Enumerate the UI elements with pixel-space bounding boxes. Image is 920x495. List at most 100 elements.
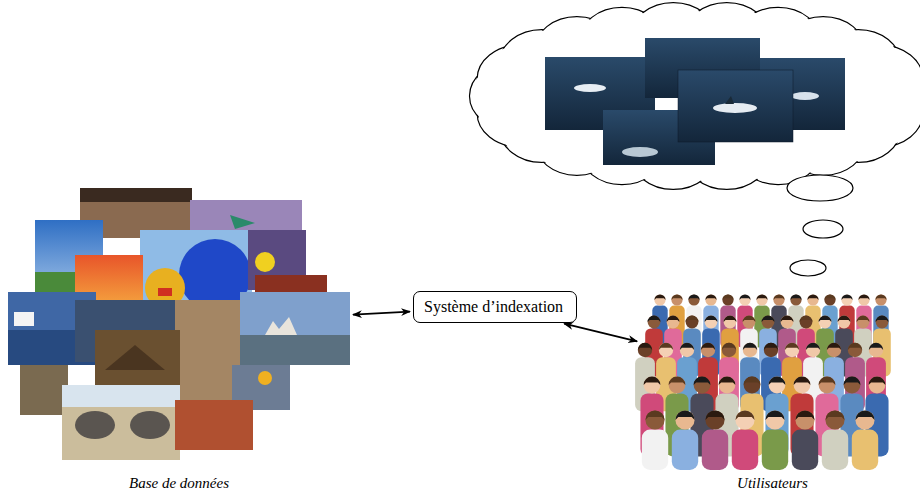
person-head: [744, 377, 761, 394]
person-head: [848, 343, 862, 357]
double-arrow: [353, 312, 410, 315]
person-hair: [669, 377, 686, 385]
person-head: [857, 316, 870, 329]
person-hair: [824, 294, 835, 300]
person-head: [671, 294, 682, 305]
person-hair: [765, 410, 784, 420]
person-head: [806, 343, 820, 357]
person-head: [743, 343, 757, 357]
person-hair: [800, 316, 813, 322]
person-head: [844, 377, 861, 394]
person-head: [667, 316, 680, 329]
lighthouse: [14, 312, 34, 326]
person-head: [790, 294, 801, 305]
person-head: [869, 343, 883, 357]
person-head: [645, 410, 664, 429]
person-head: [827, 343, 841, 357]
tufa: [265, 317, 297, 335]
image-collage: [8, 188, 350, 460]
person-head: [722, 343, 736, 357]
person-hair: [735, 410, 754, 420]
person-head: [739, 294, 750, 305]
person-hair: [827, 343, 841, 350]
person-hair: [819, 316, 832, 322]
person-hair: [807, 294, 818, 300]
person-head: [705, 410, 724, 429]
person-hair: [869, 377, 886, 385]
person: [762, 410, 788, 470]
person-head: [688, 294, 699, 305]
elephant: [130, 411, 170, 439]
person-head: [735, 410, 754, 429]
person-body: [852, 430, 878, 470]
photo: [20, 365, 68, 415]
person-hair: [722, 294, 733, 300]
photo: [240, 335, 350, 365]
person-head: [669, 377, 686, 394]
person-head: [675, 410, 694, 429]
person-hair: [785, 343, 799, 350]
person-hair: [701, 343, 715, 350]
person-head: [764, 343, 778, 357]
person-hair: [848, 343, 862, 350]
person-head: [794, 377, 811, 394]
person-hair: [705, 410, 724, 420]
person-head: [824, 294, 835, 305]
photo: [80, 188, 192, 202]
image-database: Base de données: [8, 188, 350, 460]
person-head: [680, 343, 694, 357]
person: [822, 410, 848, 470]
person: [732, 410, 758, 470]
person-hair: [686, 316, 699, 322]
person-hair: [743, 343, 757, 350]
person: [642, 410, 668, 470]
person-hair: [869, 343, 883, 350]
person-hair: [645, 410, 664, 420]
person-hair: [781, 316, 794, 322]
person-head: [644, 377, 661, 394]
person-hair: [806, 343, 820, 350]
barn: [105, 345, 165, 370]
person-head: [762, 316, 775, 329]
person-head: [819, 377, 836, 394]
person-body: [822, 430, 848, 470]
person-head: [785, 343, 799, 357]
person-head: [659, 343, 673, 357]
double-arrow: [564, 324, 637, 342]
person-head: [638, 343, 652, 357]
person-head: [654, 294, 665, 305]
person-head: [648, 316, 661, 329]
person-head: [855, 410, 874, 429]
person-hair: [722, 343, 736, 350]
person-hair: [838, 316, 851, 322]
person: [702, 410, 728, 470]
person-body: [672, 430, 698, 470]
person-hair: [719, 377, 736, 385]
person-head: [756, 294, 767, 305]
person: [672, 410, 698, 470]
process-box: Système d’indexation: [413, 291, 577, 323]
person-hair: [858, 294, 869, 300]
person-head: [781, 316, 794, 329]
hummingbird: [230, 215, 255, 229]
photo: [240, 292, 350, 365]
person-hair: [794, 377, 811, 385]
person-hair: [743, 316, 756, 322]
person-hair: [694, 377, 711, 385]
person-head: [719, 377, 736, 394]
person-hair: [857, 316, 870, 322]
thought-cloud: [470, 3, 920, 190]
thought-bubble: [790, 260, 826, 276]
person-head: [701, 343, 715, 357]
person-head: [819, 316, 832, 329]
elephant: [75, 411, 115, 439]
person-head: [795, 410, 814, 429]
balloon: [158, 288, 172, 296]
person-hair: [819, 377, 836, 385]
dolphin: [713, 103, 757, 113]
person: [852, 410, 878, 470]
person-hair: [675, 410, 694, 420]
person-hair: [680, 343, 694, 350]
person-hair: [875, 294, 886, 300]
